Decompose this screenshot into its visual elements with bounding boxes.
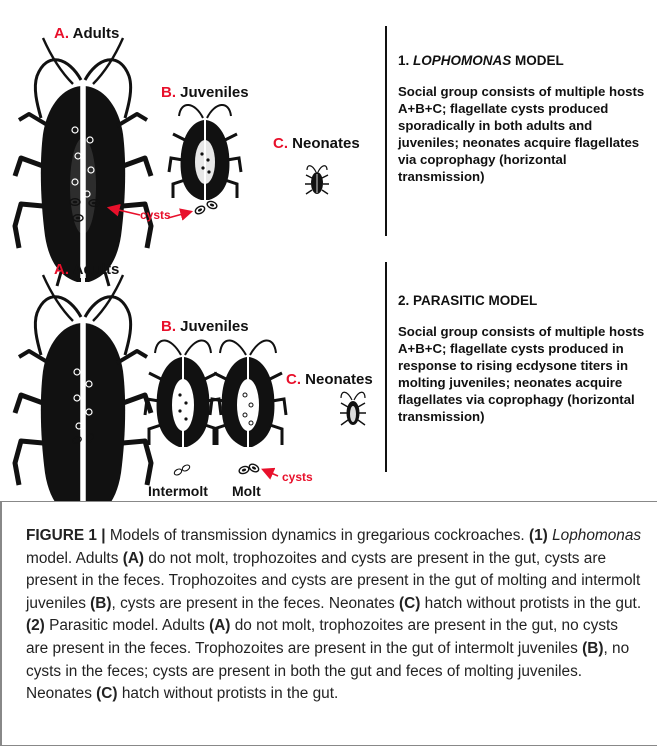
juvenile-cockroach-icon [169, 105, 241, 200]
cysts-label: cysts [282, 470, 313, 484]
adults-label: A. Adults [54, 25, 119, 42]
figure-caption: FIGURE 1 | Models of transmission dynami… [26, 525, 644, 706]
juvenile-cockroach-icon [210, 340, 286, 447]
juvenile-cockroach-icon [145, 340, 221, 447]
divider-line [385, 262, 387, 472]
model-1-title: 1. LOPHOMONAS MODEL [398, 53, 564, 68]
adults-label: A. Adults [54, 261, 119, 278]
molt-label: Molt [232, 483, 261, 499]
neonates-label: C. Neonates [286, 371, 373, 388]
arrow-icon [168, 212, 190, 218]
adult-cockroach-icon [15, 275, 151, 523]
cyst-icon [238, 463, 260, 475]
neonates-label: C. Neonates [273, 135, 360, 152]
model-2-title: 2. PARASITIC MODEL [398, 293, 537, 308]
divider-line [385, 26, 387, 236]
empty-cyst-icon [173, 464, 191, 477]
juveniles-label: B. Juveniles [161, 84, 249, 101]
intermolt-label: Intermolt [148, 483, 208, 499]
cyst-icon [194, 200, 218, 215]
model-2-description: Social group consists of multiple hosts … [398, 323, 656, 425]
cysts-label: cysts [140, 208, 171, 222]
neonate-cockroach-icon [305, 166, 329, 194]
arrow-icon [264, 470, 278, 476]
neonate-cockroach-icon [340, 392, 366, 425]
model-1-description: Social group consists of multiple hosts … [398, 83, 656, 185]
adult-cockroach-icon [15, 38, 151, 286]
figure-label: FIGURE 1 | [26, 527, 106, 544]
juveniles-label: B. Juveniles [161, 318, 249, 335]
